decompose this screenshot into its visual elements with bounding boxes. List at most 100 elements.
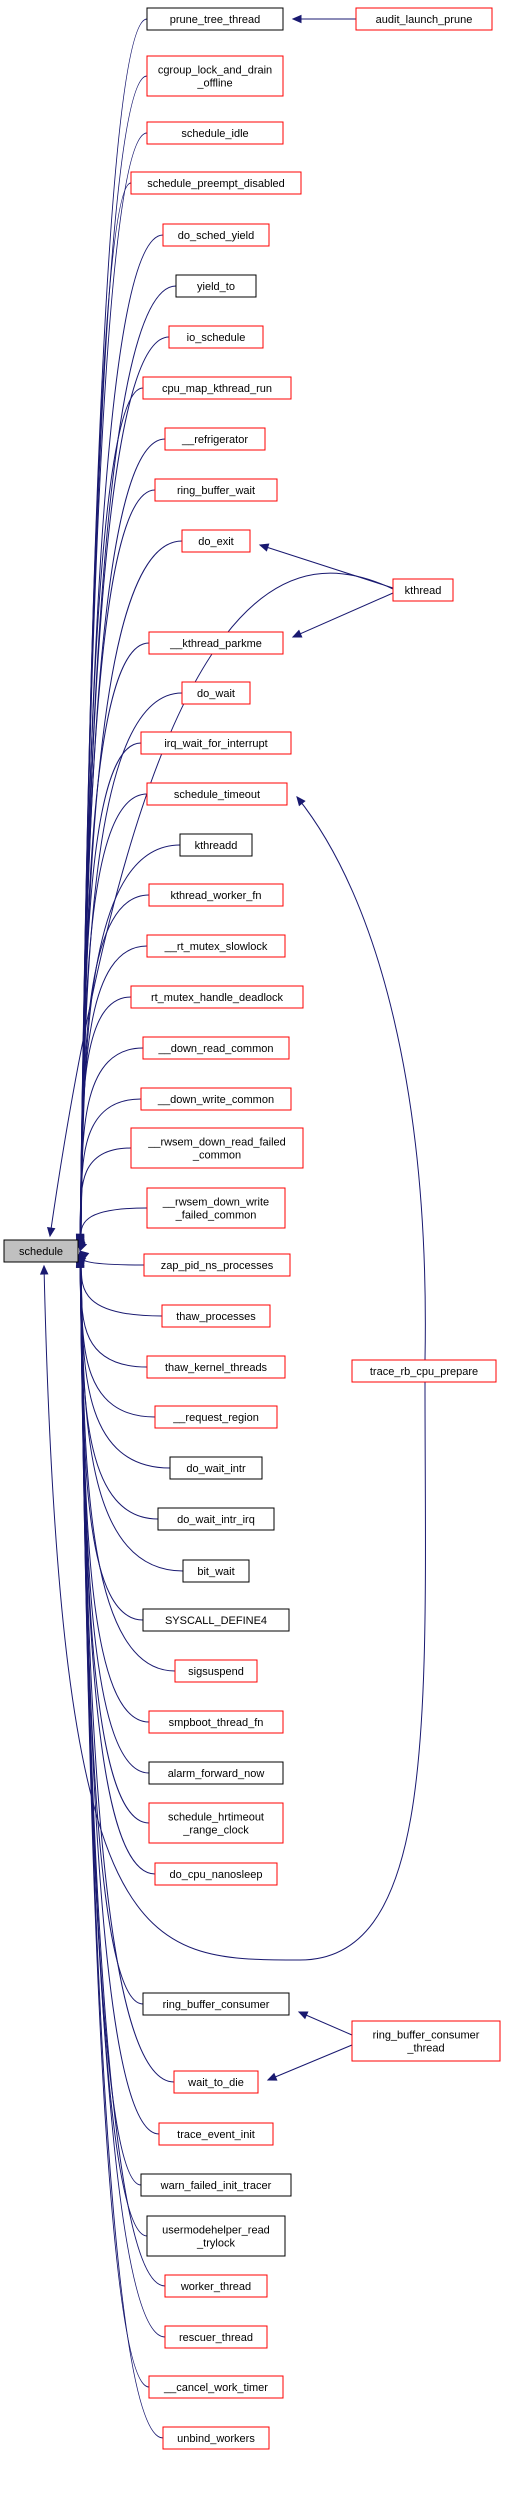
node-__refrigerator[interactable]: __refrigerator [164,427,266,451]
node-kthread_worker_fn-box [148,883,284,907]
node-schedule_hrtimeout_range_clock[interactable]: schedule_hrtimeout_range_clock [148,1802,284,1844]
node-__rwsem_down_write_failed_common[interactable]: __rwsem_down_write_failed_common [146,1187,286,1229]
node-kthread_worker_fn-label: kthread_worker_fn [170,890,261,902]
node-cgroup_lock_and_drain_offline[interactable]: cgroup_lock_and_drain_offline [146,55,284,97]
node-zap_pid_ns_processes[interactable]: zap_pid_ns_processes [143,1253,291,1277]
node-rt_mutex_handle_deadlock-box [130,985,304,1009]
node-do_exit-box [181,529,251,553]
node-rescuer_thread-label: rescuer_thread [179,2332,253,2344]
node-prune_tree_thread-label: prune_tree_thread [170,14,261,26]
node-thaw_processes[interactable]: thaw_processes [161,1304,271,1328]
node-ring_buffer_consumer_thread[interactable]: ring_buffer_consumer_thread [351,2020,501,2062]
node-__down_write_common[interactable]: __down_write_common [140,1087,292,1111]
node-warn_failed_init_tracer[interactable]: warn_failed_init_tracer [140,2173,292,2197]
node-__cancel_work_timer[interactable]: __cancel_work_timer [148,2375,284,2399]
node-cpu_map_kthread_run[interactable]: cpu_map_kthread_run [142,376,292,400]
node-do_exit[interactable]: do_exit [181,529,251,553]
edge-kthread-to-__kthread_parkme-arrowhead [291,629,303,638]
node-ring_buffer_consumer-box [142,1992,290,2016]
node-__refrigerator-label: __refrigerator [181,434,248,446]
node-smpboot_thread_fn[interactable]: smpboot_thread_fn [148,1710,284,1734]
node-cpu_map_kthread_run-label: cpu_map_kthread_run [162,383,272,395]
node-rt_mutex_handle_deadlock[interactable]: rt_mutex_handle_deadlock [130,985,304,1009]
node-ring_buffer_consumer[interactable]: ring_buffer_consumer [142,1992,290,2016]
node-__down_read_common-label: __down_read_common [158,1043,274,1055]
node-schedule_timeout-label: schedule_timeout [174,789,260,801]
node-rescuer_thread-box [164,2325,268,2349]
node-__rt_mutex_slowlock-box [146,934,286,958]
node-thaw_processes-box [161,1304,271,1328]
node-kthread[interactable]: kthread [392,578,454,602]
node-__cancel_work_timer-box [148,2375,284,2399]
node-schedule_hrtimeout_range_clock-label: _range_clock [182,1825,249,1837]
node-__request_region[interactable]: __request_region [154,1405,278,1429]
node-kthreadd-box [179,833,253,857]
node-usermodehelper_read_trylock-box [146,2215,286,2257]
node-bit_wait-label: bit_wait [197,1566,234,1578]
node-do_cpu_nanosleep[interactable]: do_cpu_nanosleep [154,1862,278,1886]
node-schedule-label: schedule [19,1246,63,1258]
edge-kthread-to-do_exit [259,544,394,589]
node-do_wait-box [181,681,251,705]
node-audit_launch_prune[interactable]: audit_launch_prune [355,7,493,31]
node-kthread_worker_fn[interactable]: kthread_worker_fn [148,883,284,907]
node-unbind_workers[interactable]: unbind_workers [162,2426,270,2450]
edge-ring_buffer_consumer_thread-to-wait_to_die-arrowhead [266,2072,278,2081]
node-__kthread_parkme[interactable]: __kthread_parkme [148,631,284,655]
node-do_wait[interactable]: do_wait [181,681,251,705]
node-schedule_preempt_disabled[interactable]: schedule_preempt_disabled [130,171,302,195]
node-do_cpu_nanosleep-label: do_cpu_nanosleep [170,1869,263,1881]
node-io_schedule[interactable]: io_schedule [168,325,264,349]
node-worker_thread[interactable]: worker_thread [164,2274,268,2298]
node-alarm_forward_now[interactable]: alarm_forward_now [148,1761,284,1785]
node-usermodehelper_read_trylock-label: _trylock [196,2238,235,2250]
node-thaw_kernel_threads[interactable]: thaw_kernel_threads [146,1355,286,1379]
node-ring_buffer_wait[interactable]: ring_buffer_wait [154,478,278,502]
edge-do_wait_intr_irq-to-schedule [79,1252,159,1520]
node-usermodehelper_read_trylock[interactable]: usermodehelper_read_trylock [146,2215,286,2257]
node-__down_write_common-label: __down_write_common [157,1094,274,1106]
node-schedule_timeout[interactable]: schedule_timeout [146,782,288,806]
edge-__rwsem_down_read_failed_common-to-schedule [79,1147,132,1251]
node-__down_read_common[interactable]: __down_read_common [142,1036,290,1060]
node-do_wait_intr_irq-label: do_wait_intr_irq [177,1514,255,1526]
node-worker_thread-box [164,2274,268,2298]
node-__kthread_parkme-label: __kthread_parkme [169,638,262,650]
node-cpu_map_kthread_run-box [142,376,292,400]
node-rt_mutex_handle_deadlock-label: rt_mutex_handle_deadlock [151,992,284,1004]
node-schedule_preempt_disabled-label: schedule_preempt_disabled [147,178,285,190]
node-bit_wait[interactable]: bit_wait [182,1559,250,1583]
node-trace_rb_cpu_prepare-box [351,1359,497,1383]
edge-zap_pid_ns_processes-to-schedule [79,1250,145,1266]
node-kthreadd[interactable]: kthreadd [179,833,253,857]
node-alarm_forward_now-box [148,1761,284,1785]
node-trace_event_init[interactable]: trace_event_init [158,2122,274,2146]
node-do_wait_intr_irq[interactable]: do_wait_intr_irq [157,1507,275,1531]
node-irq_wait_for_interrupt[interactable]: irq_wait_for_interrupt [140,731,292,755]
node-cgroup_lock_and_drain_offline-box [146,55,284,97]
node-__refrigerator-box [164,427,266,451]
edge-schedule_preempt_disabled-to-schedule [79,182,132,1244]
node-rescuer_thread[interactable]: rescuer_thread [164,2325,268,2349]
node-do_wait_intr[interactable]: do_wait_intr [169,1456,263,1480]
node-yield_to-box [175,274,257,298]
edge-unbind_workers-to-schedule [79,1259,164,2439]
node-__rwsem_down_read_failed_common[interactable]: __rwsem_down_read_failed_common [130,1127,304,1169]
node-sigsuspend[interactable]: sigsuspend [174,1659,258,1683]
node-wait_to_die[interactable]: wait_to_die [173,2070,259,2094]
node-SYSCALL_DEFINE4[interactable]: SYSCALL_DEFINE4 [142,1608,290,1632]
node-schedule_idle[interactable]: schedule_idle [146,121,284,145]
node-prune_tree_thread[interactable]: prune_tree_thread [146,7,284,31]
edge-__request_region-to-schedule [79,1252,156,1418]
node-yield_to[interactable]: yield_to [175,274,257,298]
edge-kthread-to-do_exit-arrowhead [258,543,270,552]
edge-prune_tree_thread-to-schedule [79,18,148,1243]
node-irq_wait_for_interrupt-box [140,731,292,755]
node-do_sched_yield[interactable]: do_sched_yield [162,223,270,247]
node-do_wait-label: do_wait [197,688,235,700]
node-trace_rb_cpu_prepare[interactable]: trace_rb_cpu_prepare [351,1359,497,1383]
edge-trace_rb_cpu_prepare-to-schedule-arrowhead [39,1264,49,1275]
call-graph-edges [39,14,426,2439]
node-__rt_mutex_slowlock[interactable]: __rt_mutex_slowlock [146,934,286,958]
node-ring_buffer_wait-box [154,478,278,502]
